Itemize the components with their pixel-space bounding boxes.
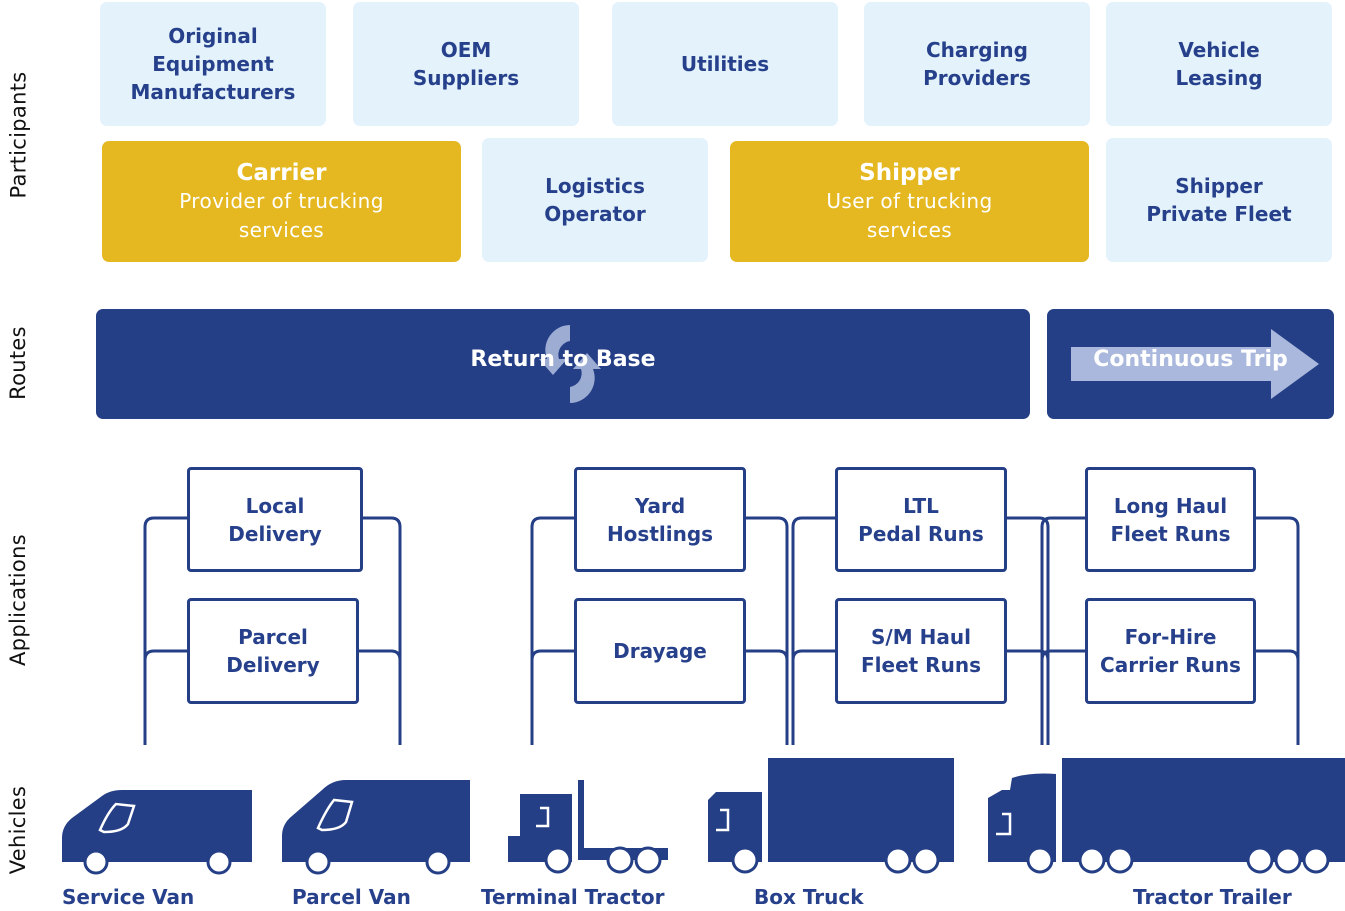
participant-carrier: Carrier Provider of trucking services [102, 141, 461, 262]
participant-charging-providers: Charging Providers [864, 2, 1090, 126]
wheel [1106, 846, 1134, 874]
carrier-title: Carrier [236, 159, 327, 186]
route-continuous-trip: Continuous Trip [1047, 309, 1334, 419]
route-return-to-base: Return to Base [96, 309, 1030, 419]
right-arrow-icon [1071, 329, 1319, 399]
service-van-icon [62, 790, 252, 862]
participant-oem-suppliers: OEM Suppliers [353, 2, 579, 126]
bracket-parcel-delivery [143, 649, 402, 661]
wheel [1246, 846, 1274, 874]
app-ltl-pedal-runs: LTL Pedal Runs [835, 467, 1007, 572]
participant-utilities: Utilities [612, 2, 838, 126]
wheel [634, 846, 662, 874]
wheel [1274, 846, 1302, 874]
app-yard-hostlings: Yard Hostlings [574, 467, 746, 572]
vehicle-label-service-van: Service Van [62, 885, 195, 909]
app-parcel-delivery: Parcel Delivery [187, 598, 359, 704]
wheel [83, 849, 109, 875]
vehicle-label-parcel-van: Parcel Van [292, 885, 411, 909]
return-to-base-label: Return to Base [470, 347, 656, 372]
app-drayage: Drayage [574, 598, 746, 704]
app-local-delivery: Local Delivery [187, 467, 363, 572]
shipper-subtitle: User of trucking services [826, 188, 993, 242]
participant-oem: Original Equipment Manufacturers [100, 2, 326, 126]
app-for-hire-carrier-runs: For-Hire Carrier Runs [1085, 598, 1256, 704]
wheel [305, 849, 331, 875]
vehicle-label-tractor-trailer: Tractor Trailer [1133, 885, 1292, 909]
wheel [912, 846, 940, 874]
wheel [731, 846, 759, 874]
wheel [884, 846, 912, 874]
participant-logistics-operator: Logistics Operator [482, 138, 708, 262]
app-long-haul-fleet-runs: Long Haul Fleet Runs [1085, 467, 1256, 572]
bracket-drayage [530, 649, 789, 661]
wheel [425, 849, 451, 875]
bracket-long-haul [1040, 516, 1300, 745]
wheel [544, 846, 572, 874]
cycle-arrows-icon [539, 325, 601, 403]
wheel [606, 846, 634, 874]
wheel [1078, 846, 1106, 874]
vehicle-label-terminal-tractor: Terminal Tractor [481, 885, 665, 909]
carrier-subtitle: Provider of trucking services [179, 188, 384, 242]
vehicle-label-box-truck: Box Truck [754, 885, 864, 909]
box-truck-icon [708, 758, 954, 862]
participant-vehicle-leasing: Vehicle Leasing [1106, 2, 1332, 126]
bracket-yard-hostlings [530, 516, 789, 745]
continuous-trip-label: Continuous Trip [1093, 347, 1288, 372]
shipper-title: Shipper [859, 159, 960, 186]
wheel [206, 849, 232, 875]
wheel [1302, 846, 1330, 874]
tractor-trailer-icon [988, 758, 1345, 862]
participant-shipper-private-fleet: Shipper Private Fleet [1106, 138, 1332, 262]
bracket-local-delivery [143, 516, 402, 745]
bracket-for-hire [1040, 649, 1300, 661]
parcel-van-icon [282, 780, 470, 862]
participant-shipper: Shipper User of trucking services [730, 141, 1089, 262]
app-sm-haul-fleet-runs: S/M Haul Fleet Runs [835, 598, 1007, 704]
wheel [1026, 846, 1054, 874]
